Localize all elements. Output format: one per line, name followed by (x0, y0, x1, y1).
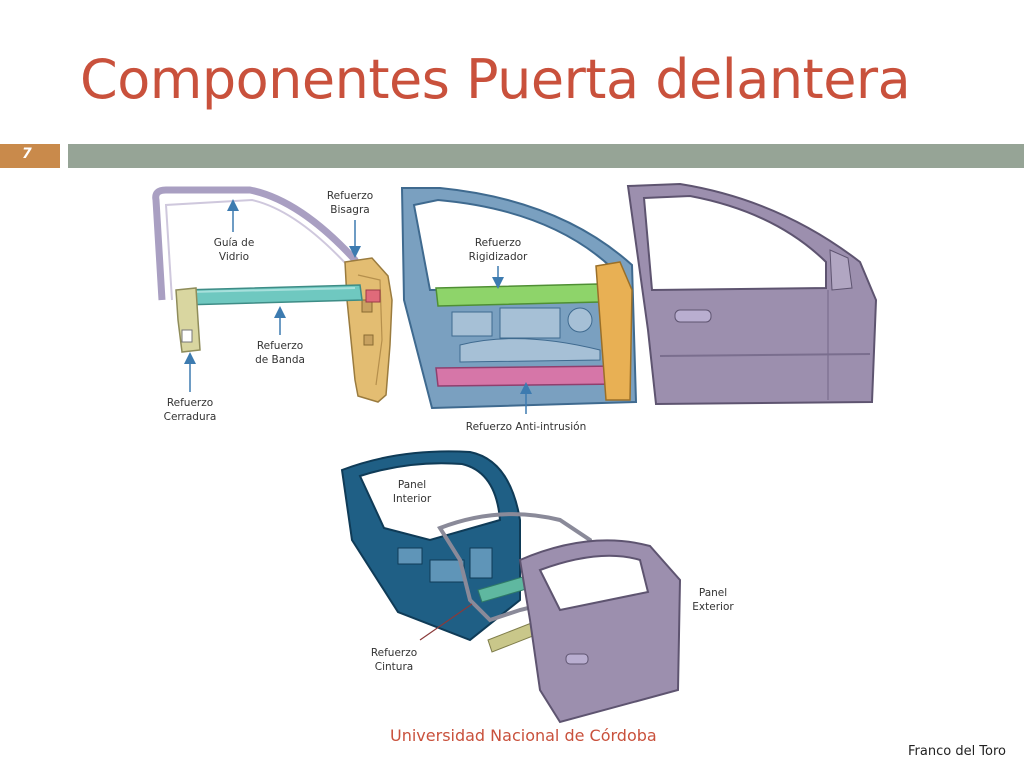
label-refuerzo-cintura-2: Cintura (375, 661, 413, 673)
outer-window-opening (642, 194, 827, 292)
stiffener-reinforcement (435, 283, 601, 307)
glass-guide-frame (152, 186, 366, 301)
label-guia-vidrio-2: Vidrio (219, 251, 249, 263)
label-refuerzo-bisagra-2: Bisagra (330, 204, 369, 216)
panel-exterior-window (538, 554, 650, 612)
label-panel-interior-1: Panel (398, 479, 426, 491)
label-refuerzo-cerradura-2: Cerradura (164, 411, 217, 423)
slide-title: Componentes Puerta delantera (80, 48, 911, 111)
label-refuerzo-rigidizador-2: Rigidizador (469, 251, 528, 263)
header-bar (68, 144, 1024, 168)
label-refuerzo-banda-1: Refuerzo (257, 340, 303, 352)
exploded-frame (437, 512, 603, 623)
slide-number-box (0, 144, 60, 168)
door-outer-panel (626, 182, 878, 406)
label-refuerzo-cerradura-1: Refuerzo (167, 397, 213, 409)
hinge-reinforcement (344, 257, 393, 403)
door-handle (674, 309, 712, 323)
label-panel-exterior-1: Panel (699, 587, 727, 599)
glass-guide-inner (164, 198, 349, 301)
label-refuerzo-bisagra-1: Refuerzo (327, 190, 373, 202)
slide-number: 7 (22, 146, 32, 162)
door-inner-assembly (400, 187, 638, 414)
door-exploded-view (340, 450, 682, 724)
label-panel-exterior-2: Exterior (692, 601, 734, 613)
label-refuerzo-rigidizador-1: Refuerzo (475, 237, 521, 249)
label-refuerzo-anti-intrusion: Refuerzo Anti-intrusión (466, 421, 586, 433)
anti-intrusion-reinforcement (435, 365, 623, 387)
label-refuerzo-cintura-1: Refuerzo (371, 647, 417, 659)
door-frame-reinforcements (152, 186, 393, 403)
label-panel-interior-2: Interior (393, 493, 432, 505)
footer-author: Franco del Toro (908, 744, 1007, 759)
footer-university: Universidad Nacional de Córdoba (390, 726, 657, 745)
label-refuerzo-banda-2: de Banda (255, 354, 305, 366)
label-guia-vidrio-1: Guía de (214, 237, 255, 249)
inner-hinge-reinforcement (595, 261, 633, 401)
